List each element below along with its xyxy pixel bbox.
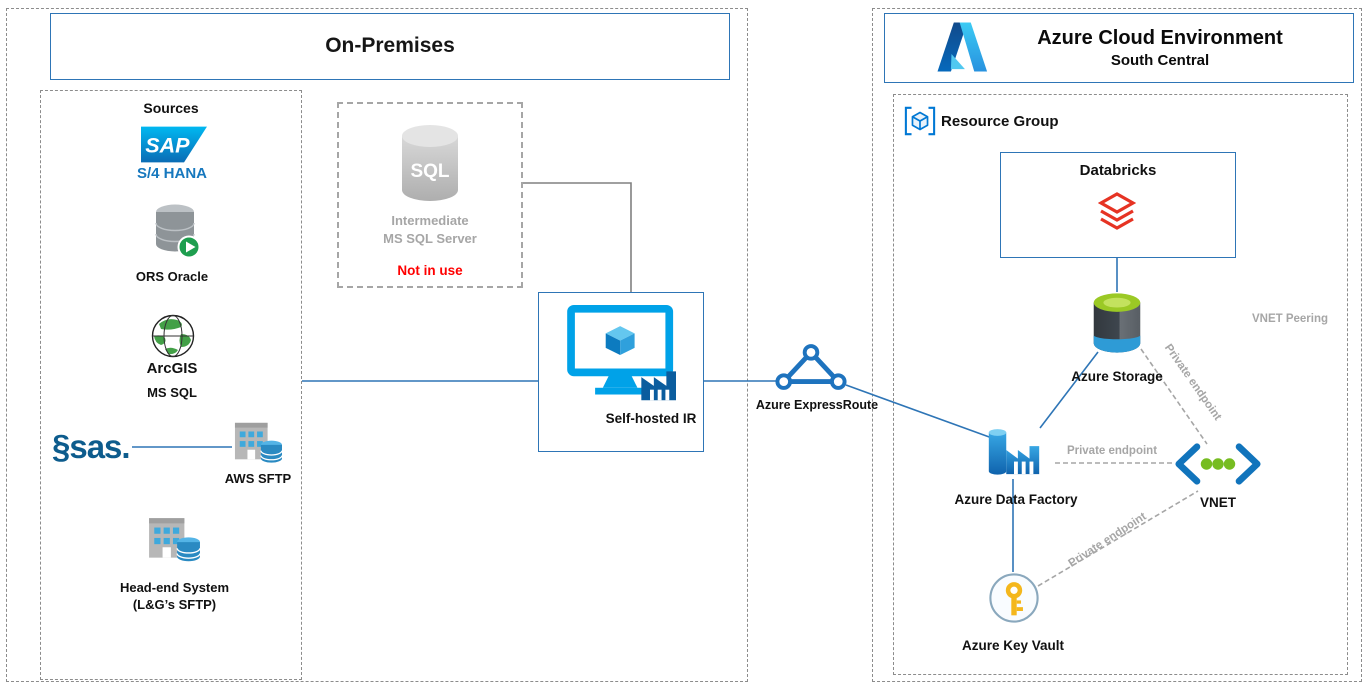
head-end-label-line2: (L&G’s SFTP) bbox=[132, 597, 217, 612]
key-vault-label: Azure Key Vault bbox=[961, 638, 1065, 653]
on-premises-boundary bbox=[6, 8, 748, 682]
sap-label: S/4 HANA bbox=[136, 165, 207, 182]
vnet-peering-label: VNET Peering bbox=[1251, 313, 1329, 325]
head-end-system-icon bbox=[147, 514, 201, 566]
sap-logo-icon: SAP bbox=[141, 126, 207, 163]
aws-sftp-icon bbox=[233, 419, 283, 467]
databricks-box bbox=[1000, 152, 1236, 258]
oracle-database-icon bbox=[153, 203, 201, 259]
sap-logo-shape bbox=[141, 126, 207, 163]
azure-boundary bbox=[872, 8, 1362, 682]
intermediate-sql-name-line2: MS SQL Server bbox=[383, 231, 477, 246]
sas-logo: §sas. bbox=[52, 428, 131, 465]
sources-title: Sources bbox=[143, 100, 199, 116]
azure-title-block: Azure Cloud Environment South Central bbox=[985, 27, 1335, 69]
arcgis-label: ArcGIS bbox=[146, 360, 198, 377]
aws-sftp-label: AWS SFTP bbox=[224, 471, 292, 486]
azure-title: Azure Cloud Environment bbox=[1037, 27, 1283, 49]
self-hosted-ir-label: Self-hosted IR bbox=[605, 411, 697, 426]
sql-icon-text: SQL bbox=[410, 161, 449, 182]
azure-logo bbox=[934, 19, 990, 75]
databricks-icon bbox=[1098, 190, 1136, 234]
self-hosted-ir-icon bbox=[566, 304, 682, 408]
sap-logo: SAP bbox=[141, 126, 207, 163]
vnet-label: VNET bbox=[1199, 495, 1236, 510]
on-premises-title: On-Premises bbox=[325, 34, 455, 57]
oracle-label: ORS Oracle bbox=[135, 269, 209, 284]
on-premises-title-box bbox=[50, 13, 730, 80]
intermediate-sql-name-line1: Intermediate bbox=[391, 213, 469, 228]
expressroute-label: Azure ExpressRoute bbox=[755, 398, 879, 412]
sources-boundary bbox=[40, 90, 302, 680]
azure-subtitle: South Central bbox=[1110, 52, 1210, 69]
arcgis-sublabel: MS SQL bbox=[147, 385, 197, 400]
intermediate-sql-icon: SQL bbox=[398, 124, 462, 204]
sap-logo-text: SAP bbox=[145, 133, 190, 157]
private-endpoint-adf-label: Private endpoint bbox=[1066, 445, 1158, 457]
resource-group-icon bbox=[903, 105, 937, 137]
arcgis-globe-icon bbox=[151, 314, 195, 358]
data-factory-icon bbox=[984, 417, 1044, 479]
intermediate-sql-boundary bbox=[337, 102, 523, 288]
expressroute-icon bbox=[774, 340, 848, 394]
key-vault-icon bbox=[988, 572, 1040, 624]
head-end-label-line1: Head-end System bbox=[119, 580, 230, 595]
vnet-icon bbox=[1174, 441, 1262, 487]
databricks-label: Databricks bbox=[1079, 162, 1157, 179]
data-factory-label: Azure Data Factory bbox=[954, 492, 1078, 507]
azure-storage-label: Azure Storage bbox=[1071, 369, 1163, 384]
intermediate-sql-status: Not in use bbox=[397, 263, 463, 278]
azure-storage-icon bbox=[1089, 291, 1145, 355]
resource-group-label: Resource Group bbox=[941, 113, 1059, 130]
